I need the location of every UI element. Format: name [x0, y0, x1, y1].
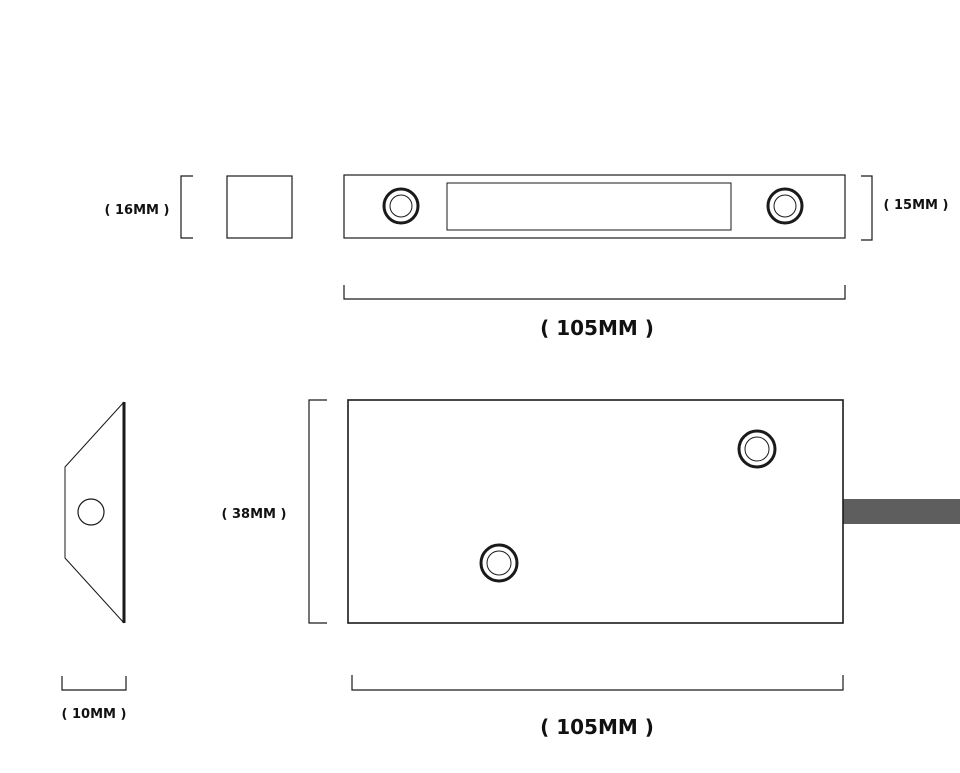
dimension-label-105mm-top: ( 105MM ): [540, 316, 654, 340]
plate-screw-hole-upper: [737, 429, 777, 469]
dimension-label-105mm-bottom: ( 105MM ): [540, 715, 654, 739]
bar-window: [446, 182, 732, 231]
length-bracket-top: [343, 285, 846, 300]
cable: [843, 499, 960, 524]
dimension-label-10mm: ( 10MM ): [62, 707, 127, 722]
height-bracket-38mm: [308, 399, 327, 624]
width-bracket-10mm: [61, 676, 127, 691]
dimension-label-16mm: ( 16MM ): [105, 203, 170, 218]
plate-top-view: [347, 399, 844, 624]
height-bracket-16mm: [180, 175, 193, 239]
dimension-label-38mm: ( 38MM ): [222, 507, 287, 522]
side-view-hole: [77, 498, 105, 526]
screw-hole-right: [766, 187, 804, 225]
screw-hole-left: [382, 187, 420, 225]
plate-screw-hole-lower: [479, 543, 519, 583]
side-view-trapezoid: [64, 401, 126, 624]
length-bracket-bottom: [351, 675, 844, 691]
bar-front-view: [343, 174, 846, 239]
height-bracket-15mm: [861, 175, 873, 241]
end-view-square: [226, 175, 293, 239]
dimension-label-15mm: ( 15MM ): [884, 198, 949, 213]
bar-outline: [343, 174, 846, 239]
